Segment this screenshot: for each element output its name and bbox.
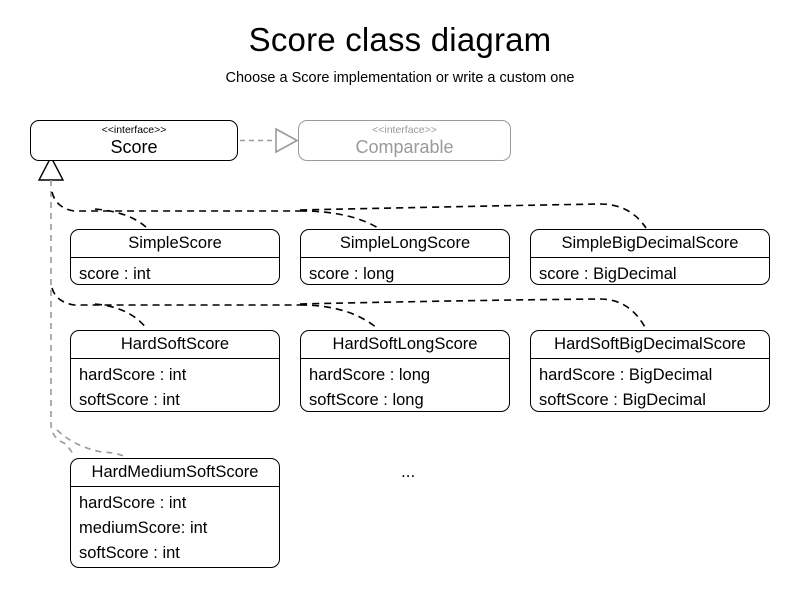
page-subtitle: Choose a Score implementation or write a… — [225, 70, 575, 86]
more-classes-ellipsis: ... — [401, 462, 416, 481]
class-attributes: hardScore : BigDecimal softScore : BigDe… — [531, 359, 769, 411]
class-attributes: score : long — [301, 258, 509, 284]
class-attribute: hardScore : int — [79, 366, 187, 384]
interface-stereotype: <<interface>> — [372, 123, 437, 136]
class-name: HardSoftBigDecimalScore — [554, 335, 746, 353]
class-attribute: score : long — [309, 265, 395, 283]
interface-stereotype: <<interface>> — [101, 123, 167, 136]
class-attributes: hardScore : long softScore : long — [301, 359, 509, 411]
class-name: SimpleBigDecimalScore — [561, 234, 739, 252]
inheritance-spine — [50, 180, 75, 456]
class-attribute: score : int — [79, 265, 151, 283]
class-attributes: hardScore : int mediumScore: int softSco… — [71, 487, 279, 567]
class-attribute: softScore : BigDecimal — [539, 391, 706, 409]
inheritance-edge-hardsoftlongscore — [299, 304, 379, 330]
interface-box-score[interactable]: <<interface>> Score — [30, 120, 238, 161]
class-attribute: hardScore : BigDecimal — [539, 366, 713, 384]
interface-name: Comparable — [355, 136, 454, 157]
class-divider — [531, 358, 769, 359]
inheritance-edge-hardsoftbigdecimalscore — [299, 298, 647, 330]
class-box-simplescore[interactable]: SimpleScore score : int — [70, 229, 280, 285]
interface-box-comparable[interactable]: <<interface>> Comparable — [298, 120, 511, 161]
interface-name: Score — [110, 136, 158, 157]
inheritance-edge-simplescore — [94, 208, 148, 229]
class-box-hardsoftlongscore[interactable]: HardSoftLongScore hardScore : long softS… — [300, 330, 510, 412]
inheritance-edge-simplelongscore — [299, 210, 379, 229]
class-attribute: hardScore : int — [79, 494, 187, 512]
class-name: HardSoftLongScore — [332, 335, 478, 353]
class-box-hardsoftbigdecimalscore[interactable]: HardSoftBigDecimalScore hardScore : BigD… — [530, 330, 770, 412]
class-box-hardmediumsoftscore[interactable]: HardMediumSoftScore hardScore : int medi… — [70, 458, 280, 568]
class-box-simplebigdecimalscore[interactable]: SimpleBigDecimalScore score : BigDecimal — [530, 229, 770, 285]
class-box-simplelongscore[interactable]: SimpleLongScore score : long — [300, 229, 510, 285]
inheritance-edge-hardsoftscore — [94, 303, 148, 330]
inheritance-edge-hardmediumsoftscore — [56, 429, 129, 460]
inheritance-edge-simplebigdecimalscore — [299, 203, 647, 229]
class-attribute: softScore : long — [309, 391, 424, 409]
class-divider — [71, 257, 279, 258]
class-name: HardSoftScore — [120, 335, 230, 353]
inheritance-branch-row2 — [51, 287, 300, 306]
class-attributes: score : int — [71, 258, 279, 284]
class-divider — [301, 358, 509, 359]
class-box-hardsoftscore[interactable]: HardSoftScore hardScore : int softScore … — [70, 330, 280, 412]
class-attribute: hardScore : long — [309, 366, 431, 384]
class-divider — [71, 486, 279, 487]
class-divider — [301, 257, 509, 258]
realization-arrowhead-icon — [275, 127, 299, 154]
class-attribute: softScore : int — [79, 391, 180, 409]
class-attributes: score : BigDecimal — [531, 258, 769, 284]
class-name: SimpleLongScore — [339, 234, 471, 252]
class-divider — [531, 257, 769, 258]
class-name: SimpleScore — [128, 234, 222, 252]
page-title: Score class diagram — [248, 21, 552, 58]
class-name: HardMediumSoftScore — [91, 463, 259, 481]
class-attributes: hardScore : int softScore : int — [71, 359, 279, 411]
inheritance-branch-row1 — [51, 191, 300, 212]
class-attribute: mediumScore: int — [79, 519, 208, 537]
class-attribute: score : BigDecimal — [539, 265, 677, 283]
class-attribute: softScore : int — [79, 544, 180, 562]
class-divider — [71, 358, 279, 359]
